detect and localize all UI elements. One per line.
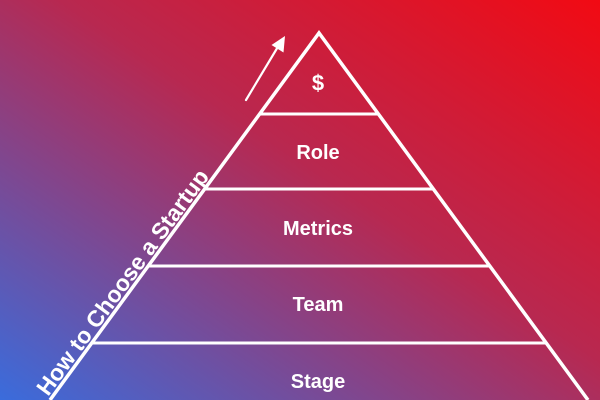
tier-dividers: [91, 112, 547, 345]
up-arrow-icon: [244, 36, 285, 102]
pyramid-outline: [48, 30, 590, 400]
tier-label-stage: Stage: [291, 371, 345, 393]
tier-label-role: Role: [296, 142, 339, 164]
tier-label-money: $: [312, 71, 324, 96]
tier-label-team: Team: [293, 294, 344, 316]
tier-labels: $ Role Metrics Team Stage: [283, 71, 353, 394]
tier-label-metrics: Metrics: [283, 218, 353, 240]
